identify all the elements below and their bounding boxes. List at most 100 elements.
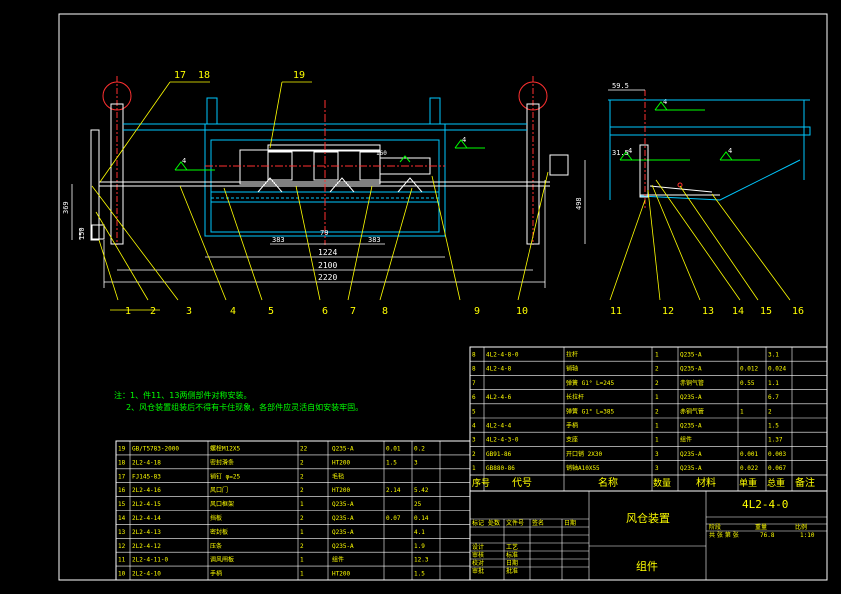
bom-right-cell: 6 [472, 394, 476, 401]
bom-left-cell: HT200 [332, 459, 350, 466]
weld-label-5: 4 [728, 147, 732, 155]
bom-right-cell: 长拉杆 [566, 393, 584, 401]
bom-left-cell: 0.14 [414, 515, 429, 522]
bom-left-cell: 2L2-4-14 [132, 515, 161, 522]
weld-label-3: 4 [628, 147, 632, 155]
bom-right-cell: 4L2-4-8 [486, 366, 512, 373]
callout-7: 7 [350, 306, 356, 317]
bom-right-cell: 1 [655, 394, 659, 401]
bom-right-cell: 2 [768, 408, 772, 415]
drawing-number: 4L2-4-0 [742, 498, 788, 511]
bom-left-cell: 17 [118, 473, 126, 480]
bom-right-cell: 3.1 [768, 352, 779, 359]
bom-right-cell: Q235-A [680, 394, 702, 401]
bom-right-cell: 组件 [680, 436, 692, 444]
drawing-border [58, 13, 828, 581]
bom-left-cell: 11 [118, 557, 126, 564]
bom-right-cell: Q235-A [680, 423, 702, 430]
bom-left-cell: 1.9 [414, 543, 425, 550]
bom-left-cell: 25 [414, 501, 422, 508]
bom-right-cell: 开口销 2X30 [566, 450, 602, 458]
bom-right-cell: 0.003 [768, 451, 786, 458]
bom-left-cell: Q235-A [332, 543, 354, 550]
bom-left-cell: 22 [300, 446, 308, 453]
dim-383-right: 383 [368, 236, 381, 244]
bom-left-cell: 16 [118, 487, 126, 494]
bom-left-cell: 2.14 [386, 487, 401, 494]
callout-18: 18 [198, 70, 210, 81]
bom-left-cell: 2L2-4-11-0 [132, 557, 169, 564]
callout-10: 10 [516, 306, 528, 317]
callout-12: 12 [662, 306, 674, 317]
tb-role: 日期 [506, 559, 518, 567]
drawing-type-label: 组件 [636, 559, 658, 573]
bom-header-qty: 数量 [653, 477, 671, 489]
tb-role: 批准 [506, 567, 518, 575]
main-view: 4 4 4 4 4 2220 2100 1224 383 79 383 369 … [62, 76, 760, 288]
bom-right-cell: Q235-A [680, 366, 702, 373]
bom-left-cell: 12 [118, 543, 126, 550]
drawing-scale: 1:10 [800, 532, 815, 539]
weld-symbols [174, 101, 760, 171]
bom-left-cell: 手柄 [210, 570, 222, 578]
bom-right-cell: 销轴 [566, 365, 578, 373]
bom-left-cell: 2 [300, 515, 304, 522]
callout-15: 15 [760, 306, 772, 317]
callout-19: 19 [293, 70, 305, 81]
drawing-title: 风仓装置 [626, 511, 670, 525]
callout-1: 1 [125, 306, 131, 317]
callout-16: 16 [792, 306, 804, 317]
tb-mark: 标记 [472, 519, 484, 527]
bom-left-cell: 0.07 [386, 515, 401, 522]
bom-header-no: 序号 [472, 477, 490, 489]
tb-file: 文件号 [506, 519, 524, 527]
bom-left-cell: Q235-A [332, 529, 354, 536]
bom-left-cell: 2L2-4-12 [132, 543, 161, 550]
right-handle-block [549, 154, 569, 176]
bom-right-cell: 弹簧 G1° L=245 [566, 379, 615, 387]
bom-right-cell: 3 [655, 465, 659, 472]
bom-left-cell: 密封板 [210, 528, 228, 536]
bom-left-cell: Q235-A [332, 501, 354, 508]
bom-right-cell: 支座 [566, 436, 578, 444]
dim-383-left: 383 [272, 236, 285, 244]
bom-left-cell: 螺栓M12X5 [210, 445, 240, 453]
bom-right-cell: Q235-A [680, 352, 702, 359]
bom-left-cell: 0.2 [414, 446, 425, 453]
left-bracket [206, 97, 218, 125]
side-link [649, 185, 713, 193]
bom-left-cell: 风口门 [210, 486, 228, 494]
bom-left-cell: 0.01 [386, 446, 401, 453]
dim-369: 369 [62, 201, 70, 214]
bom-left-cell: 2L2-4-18 [132, 459, 161, 466]
bom-left-cell: 1 [300, 501, 304, 508]
bom-header-code: 代号 [512, 477, 532, 489]
bom-left-cell: 1 [300, 529, 304, 536]
bom-right-cell: 0.024 [768, 366, 786, 373]
bom-left-cell: 4.1 [414, 529, 425, 536]
bom-left-cell: 3 [414, 459, 418, 466]
bom-right-cell: 4L2-4-4 [486, 423, 512, 430]
bom-right-cell: 1 [655, 352, 659, 359]
leader-lines [91, 81, 791, 311]
left-base-block [91, 224, 105, 240]
stage-label-0: 阶段 [709, 523, 721, 531]
stage-label-2: 比例 [795, 523, 807, 531]
mechanism-body [239, 149, 381, 185]
dim-498: 498 [575, 197, 583, 210]
tb-sign: 签名 [532, 519, 544, 527]
support-tri-2 [329, 177, 355, 193]
bom-right-cell: 1 [655, 423, 659, 430]
tb-role: 工艺 [506, 543, 518, 551]
stage-label-1: 重量 [755, 523, 767, 531]
bom-right-cell: 2 [655, 366, 659, 373]
bom-left-cell: 2 [300, 487, 304, 494]
bom-right-cell: 赤铜气管 [680, 407, 704, 415]
bom-right-cell: 0.001 [740, 451, 758, 458]
note-2: 2、风仓装置组装后不得有卡住现象，各部件应灵活自如安装牢固。 [126, 402, 363, 412]
tb-role: 校对 [472, 559, 484, 567]
bom-right-cell: 1 [472, 465, 476, 472]
callout-11: 11 [610, 306, 622, 317]
bom-header-mat: 材料 [696, 476, 716, 489]
